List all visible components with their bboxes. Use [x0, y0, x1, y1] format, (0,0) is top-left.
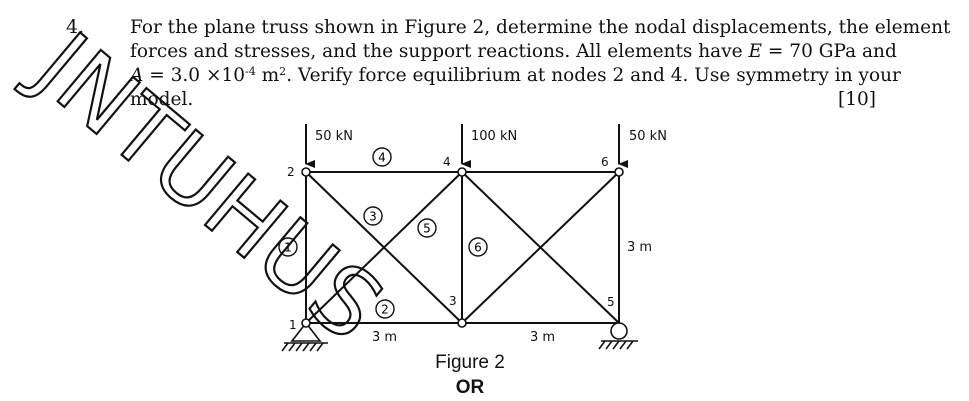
- figure-caption: Figure 2: [435, 352, 505, 373]
- joint-4: [457, 167, 467, 177]
- joint-2: [301, 167, 311, 177]
- question-line-3: A = 3.0 ×10-4 m2. Verify force equilibri…: [130, 65, 901, 86]
- svg-text:6: 6: [474, 241, 482, 255]
- question-line-4: model.[10]: [130, 89, 876, 110]
- element-label-2: 2: [375, 299, 395, 319]
- node-label-5: 5: [607, 295, 615, 309]
- pin-support-icon: [281, 318, 328, 352]
- element-label-5: 5: [417, 218, 437, 238]
- dimension-height: 3 m: [627, 240, 652, 255]
- element-label-6: 6: [468, 237, 488, 257]
- svg-text:4: 4: [378, 151, 386, 165]
- question-line-2: forces and stresses, and the support rea…: [130, 41, 897, 62]
- element-label-3: 3: [363, 206, 383, 226]
- svg-text:5: 5: [423, 222, 431, 236]
- dimension-right-bay: 3 m: [530, 330, 555, 345]
- or-separator: OR: [455, 377, 485, 398]
- member-1-4: [305, 171, 463, 324]
- load-label-node-6: 50 kN: [629, 129, 667, 144]
- joint-6: [614, 167, 624, 177]
- svg-text:2: 2: [381, 303, 389, 317]
- question-number: 4.: [66, 16, 85, 38]
- load-label-node-2: 50 kN: [315, 129, 353, 144]
- svg-text:1: 1: [284, 241, 292, 255]
- question-text: For the plane truss shown in Figure 2, d…: [130, 16, 951, 112]
- truss-joints: [301, 167, 624, 328]
- node-label-2: 2: [287, 165, 295, 179]
- node-label-4: 4: [443, 155, 451, 169]
- svg-text:3: 3: [369, 210, 377, 224]
- roller-support-icon: [598, 322, 638, 350]
- load-label-node-4: 100 kN: [471, 129, 517, 144]
- watermark: JNTUHUS: [12, 10, 402, 362]
- element-label-4: 4: [372, 147, 392, 167]
- member-3-6: [461, 171, 620, 324]
- element-labels: 1 2 3 4 5 6: [278, 147, 488, 319]
- node-label-3: 3: [449, 294, 457, 308]
- node-label-1: 1: [289, 318, 297, 332]
- node-label-6: 6: [601, 155, 609, 169]
- marks: [10]: [838, 89, 876, 110]
- question-line-1: For the plane truss shown in Figure 2, d…: [130, 17, 951, 38]
- element-label-1: 1: [278, 237, 298, 257]
- load-arrows: [305, 124, 628, 168]
- joint-3: [457, 318, 467, 328]
- dimension-left-bay: 3 m: [372, 330, 397, 345]
